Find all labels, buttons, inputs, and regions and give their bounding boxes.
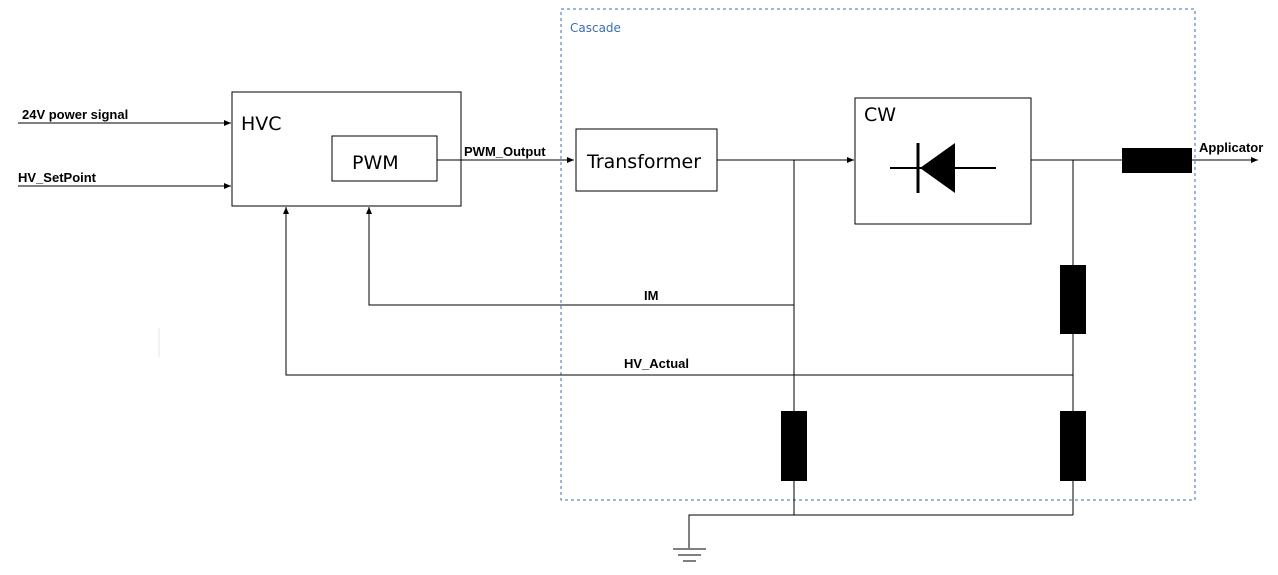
power-signal-label: 24V power signal — [22, 107, 128, 122]
applicator-label: Applicator — [1199, 140, 1263, 155]
cw-label: CW — [864, 104, 896, 126]
divider-upper-resistor — [1060, 265, 1086, 334]
hvc-label: HVC — [241, 113, 282, 135]
im-shunt-resistor — [781, 411, 807, 481]
pwm-label: PWM — [352, 152, 399, 174]
hv-actual-feedback-wire — [283, 207, 1073, 376]
divider-lower-resistor — [1060, 411, 1086, 481]
pwm-block — [331, 135, 438, 182]
ground-wire — [688, 514, 1073, 548]
pwm-output-label: PWM_Output — [464, 144, 546, 159]
cascade-boundary — [560, 8, 1196, 501]
transformer-block — [575, 128, 718, 192]
transformer-label: Transformer — [586, 151, 701, 173]
ground-icon — [673, 548, 706, 562]
output-resistor — [1122, 148, 1192, 173]
diode-icon — [890, 143, 996, 193]
cascade-label: Cascade — [570, 21, 621, 35]
hv-actual-label: HV_Actual — [624, 356, 689, 371]
im-label: IM — [644, 288, 658, 303]
setpoint-label: HV_SetPoint — [18, 170, 97, 185]
im-feedback-wire — [366, 207, 794, 306]
